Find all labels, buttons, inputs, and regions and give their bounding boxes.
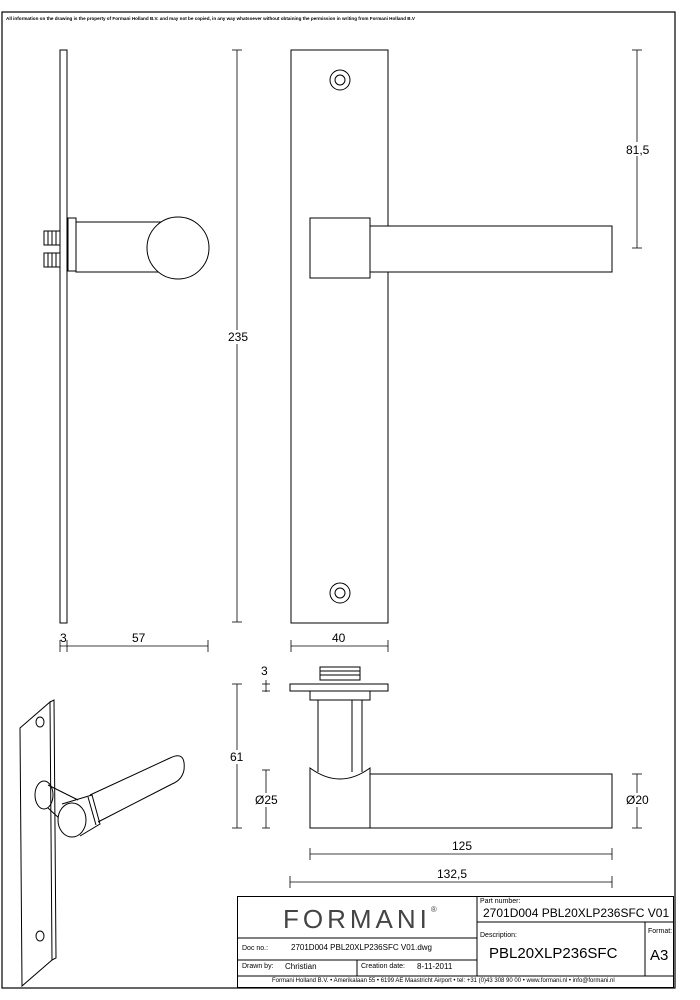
drawn-by-value: Christian	[285, 962, 317, 971]
dim-overall-length: 132,5	[437, 867, 467, 881]
side-backplate	[59, 49, 68, 624]
label-mask	[228, 750, 246, 764]
dim-projection: 57	[132, 631, 146, 645]
side-lever-end	[146, 216, 210, 280]
section-lever	[369, 773, 613, 829]
dim-spindle-stub: 3	[261, 664, 268, 678]
screw-hole-bottom-inner	[334, 587, 346, 599]
title-block: FORMANI® Part number: 2701D004 PBL20XLP2…	[237, 896, 674, 988]
iso-ring	[87, 796, 97, 826]
logo-text: FORMANI	[283, 904, 431, 934]
footer-address: Formani Holland B.V. • Amerikalaan 55 • …	[272, 978, 615, 984]
section-lever-housing	[309, 767, 371, 829]
tb-border	[237, 896, 674, 988]
side-dimensions	[59, 640, 209, 652]
section-backplate	[289, 683, 389, 692]
label-mask	[624, 142, 654, 156]
front-rose	[309, 217, 371, 279]
screw-hole-top-inner	[334, 74, 346, 86]
dim-top-to-lever: 81,5	[626, 143, 650, 157]
dim-rose-diameter: Ø25	[255, 793, 278, 807]
front-view	[290, 49, 613, 624]
part-number-value: 2701D004 PBL20XLP236SFC V01	[483, 906, 670, 920]
part-number-label: Part number:	[480, 898, 521, 905]
label-mask	[254, 793, 280, 807]
format-label: Format:	[648, 928, 673, 935]
iso-screw-bottom	[35, 930, 45, 942]
section-rose	[309, 690, 371, 701]
iso-backplate	[19, 700, 53, 988]
section-dimensions	[232, 680, 642, 888]
dim-plate-thickness: 3	[60, 631, 67, 645]
description-label: Description:	[480, 932, 517, 939]
side-rose	[67, 217, 77, 272]
iso-screw-top	[35, 716, 45, 728]
side-view	[43, 49, 210, 624]
drawn-by-label: Drawn by:	[242, 963, 274, 970]
iso-lever-end	[57, 802, 87, 838]
section-view	[289, 666, 613, 829]
doc-no-value: 2701D004 PBL20XLP236SFC V01.dwg	[291, 943, 432, 952]
front-lever	[369, 225, 613, 273]
iso-lever-sleeve	[61, 794, 101, 837]
format-value: A3	[650, 947, 669, 964]
label-mask	[226, 330, 248, 344]
doc-no-label: Doc no.:	[242, 945, 269, 952]
creation-date-label: Creation date:	[361, 963, 405, 970]
front-dimensions	[290, 49, 642, 652]
creation-date-value: 8-11-2011	[417, 962, 453, 971]
iso-view	[19, 699, 185, 988]
iso-backplate-edge	[49, 699, 57, 961]
title-block-grid	[237, 896, 674, 988]
dim-lever-length: 125	[452, 839, 472, 853]
screw-hole-top-outer	[329, 69, 351, 91]
formani-logo: FORMANI®	[283, 904, 437, 934]
iso-lever-shaft	[89, 755, 185, 823]
drawing-frame	[1, 11, 676, 989]
section-spindle-head	[319, 666, 361, 681]
copyright-notice: All information on the drawing is the pr…	[6, 16, 416, 21]
logo-registered: ®	[430, 905, 437, 914]
description-value: PBL20XLP236SFC	[489, 945, 618, 962]
dim-lever-diameter: Ø20	[626, 793, 649, 807]
dim-plate-width: 40	[332, 631, 346, 645]
iso-rose	[34, 780, 54, 810]
screw-hole-bottom-outer	[329, 582, 351, 604]
dim-section-depth: 61	[230, 750, 244, 764]
label-mask	[624, 793, 654, 807]
dim-total-height: 235	[228, 330, 248, 344]
front-backplate	[290, 49, 389, 624]
